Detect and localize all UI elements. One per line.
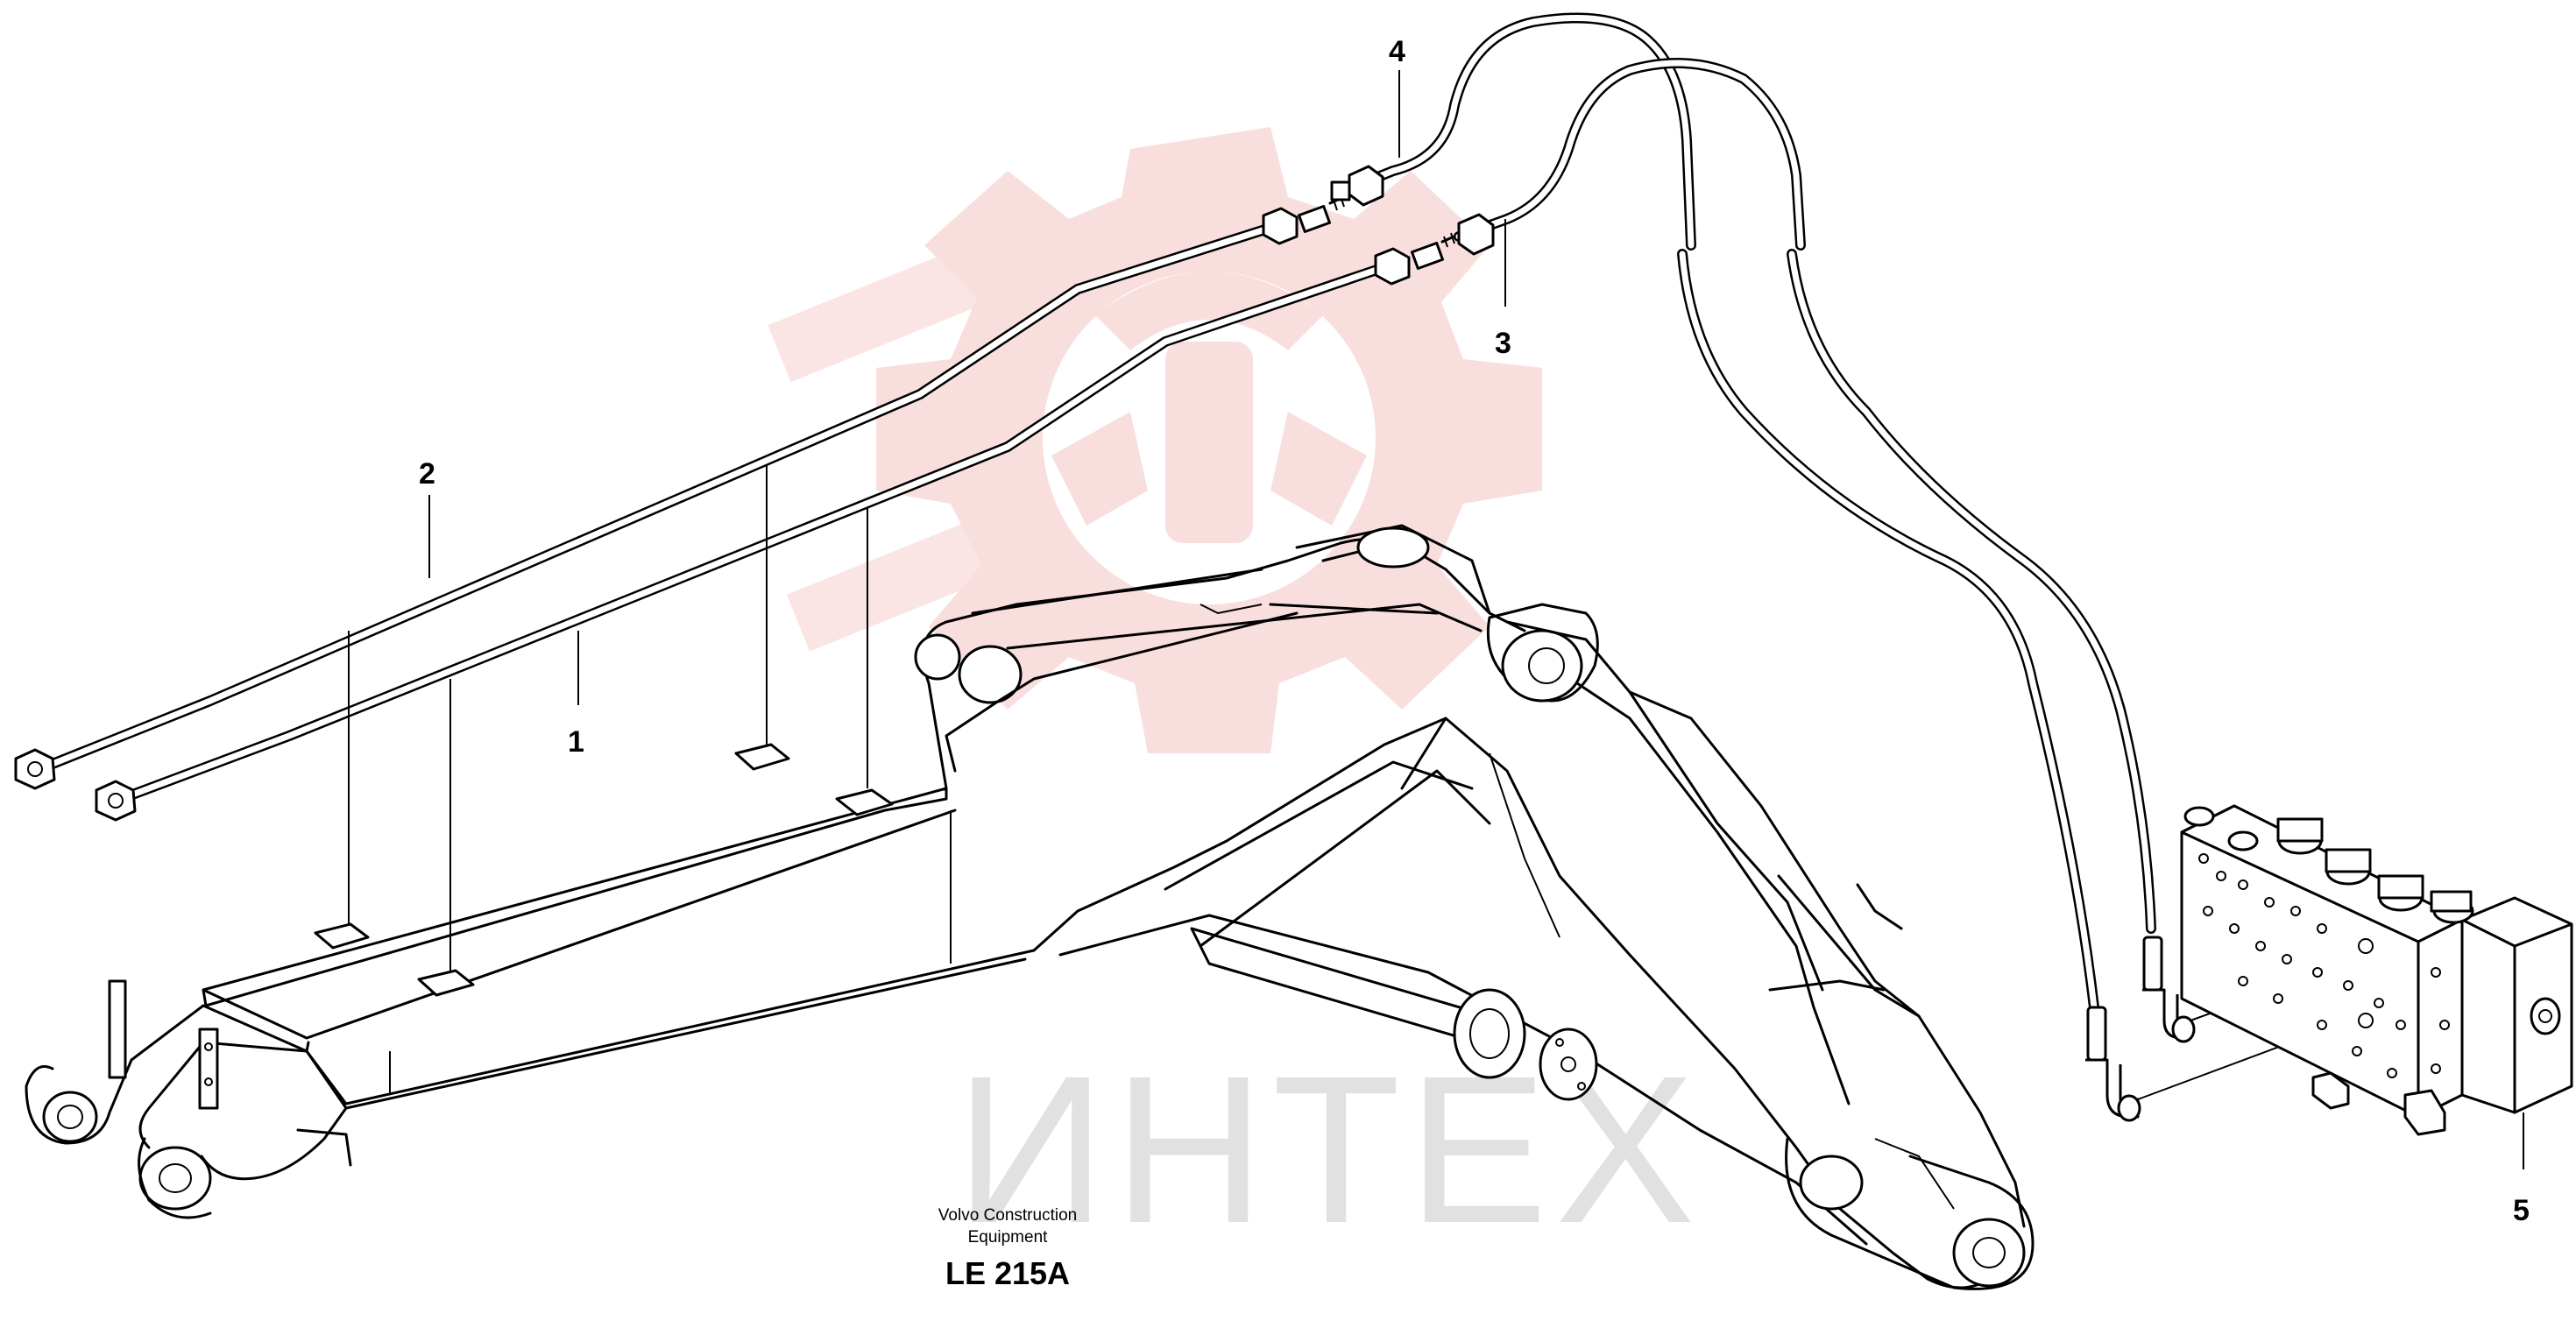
caption-manufacturer-sub: Equipment [968,1228,1049,1247]
part-label-group-3: 3 [1495,219,1511,360]
gear-logo [768,127,1542,753]
control-valve [2180,804,2573,1136]
caption: Volvo Construction Equipment LE 215A [938,1206,1077,1291]
part-label-4: 4 [1389,35,1405,68]
hose-end-fitting [2085,936,2362,1122]
pipe-2 [30,222,1276,776]
pipe-clamp [314,464,894,997]
caption-manufacturer: Volvo Construction [938,1206,1077,1225]
pipe-1 [109,262,1390,807]
boom-assembly [25,524,2035,1290]
pipe-end-nut [14,748,137,822]
caption-model-code: LE 215A [945,1255,1070,1291]
hose-long-right [1787,249,2156,934]
part-label-group-1: 1 [568,631,584,759]
part-label-5: 5 [2513,1194,2530,1227]
part-label-3: 3 [1495,327,1511,360]
part-label-2: 2 [419,457,435,491]
fitting-pipe-1 [1374,232,1460,286]
part-label-group-4: 4 [1389,35,1405,158]
hose-long-left [1677,249,2099,1013]
hose-3 [1454,58,1806,256]
part-label-1: 1 [568,725,584,759]
valve-ports [2198,853,2450,1078]
part-label-group-2: 2 [419,457,435,578]
part-label-group-5: 5 [2513,1112,2530,1227]
